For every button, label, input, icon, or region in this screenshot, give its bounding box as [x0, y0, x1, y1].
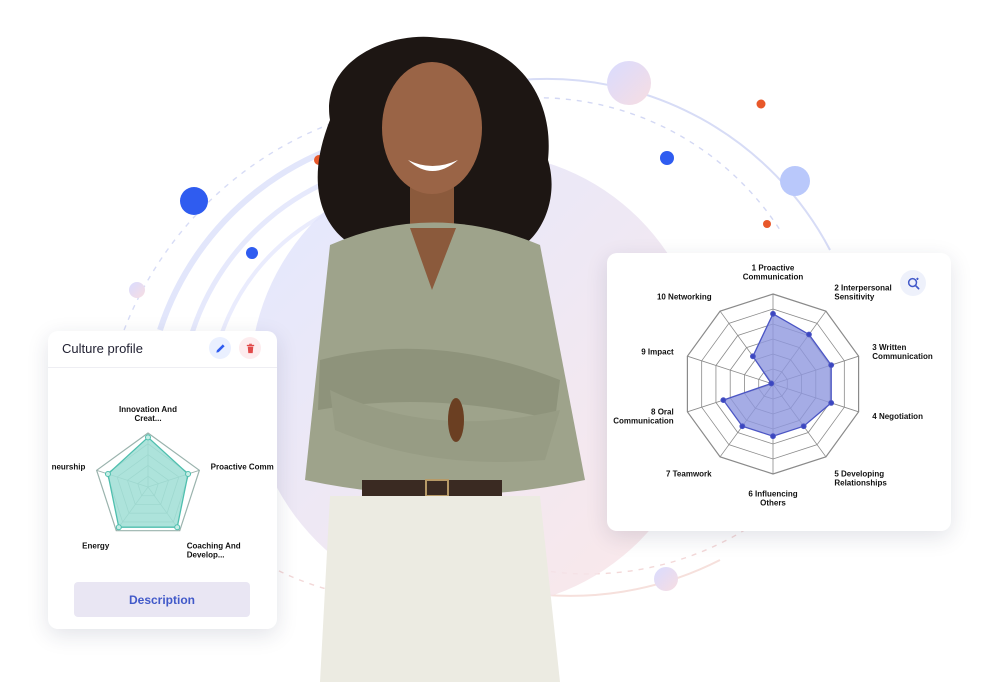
radar-data-area	[722, 312, 832, 437]
radar-axis-label-line: Communication	[613, 416, 674, 425]
portrait-person	[305, 36, 585, 682]
radar-axis-label: 4 Negotiation	[872, 412, 923, 421]
radar-axis-label-line: 5 Developing	[834, 469, 884, 478]
radar-data-point	[806, 331, 812, 338]
card-title: Culture profile	[62, 341, 143, 356]
radar-data-point	[770, 310, 776, 317]
radar-axis-label-line: 8 Oral	[651, 407, 674, 416]
radar-axis-label-line: Proactive Comm	[211, 462, 274, 471]
radar-data-point	[145, 434, 151, 441]
radar-axis-label-line: Communication	[872, 352, 933, 361]
radar-axis-label-line: neurship	[52, 462, 86, 471]
radar-axis-label-line: 3 Written	[872, 343, 906, 352]
radar-axis-label-line: 2 Interpersonal	[834, 284, 891, 293]
radar-axis-label: 10 Networking	[657, 293, 712, 302]
radar-axis-label-line: 1 Proactive	[752, 264, 795, 273]
radar-data-area	[107, 436, 189, 528]
radar-data-point	[739, 423, 746, 430]
radar-axis-label-line: Communication	[743, 273, 804, 282]
radar-spoke	[687, 355, 774, 385]
radar-data-point	[720, 397, 727, 404]
radar-axis-label: neurship	[52, 462, 86, 471]
delete-button[interactable]	[239, 337, 261, 359]
radar-axis-label-line: Relationships	[834, 478, 887, 487]
radar-axis-label-line: Others	[760, 498, 786, 507]
radar-data-point	[770, 433, 776, 440]
radar-grid-ring	[95, 432, 201, 532]
radar-axis-label-line: 7 Teamwork	[666, 469, 712, 478]
description-button[interactable]: Description	[74, 582, 250, 617]
radar-axis-label: Proactive Comm	[211, 462, 274, 471]
zoom-button[interactable]	[900, 270, 926, 296]
floating-dots	[129, 61, 810, 591]
radar-data-point	[828, 362, 835, 368]
radar-data-point	[828, 400, 835, 406]
zoom-in-icon	[907, 277, 919, 289]
radar-data-point	[768, 380, 775, 387]
trash-icon	[246, 343, 254, 353]
radar-axis-label-line: Sensitivity	[834, 293, 875, 302]
radar-data-point	[174, 524, 181, 531]
radar-axis-label-line: Energy	[82, 541, 110, 550]
radar-axis-label: Energy	[82, 541, 110, 550]
radar-axis-label-line: Creat...	[134, 414, 161, 423]
radar-axis-label-line: 6 Influencing	[748, 489, 797, 498]
pencil-icon	[215, 343, 225, 353]
radar-data-point	[115, 524, 122, 531]
radar-axis-label-line: Coaching And	[187, 541, 241, 550]
radar-data-point	[104, 470, 111, 477]
radar-axis-label-line: Develop...	[187, 550, 225, 559]
radar-axis-label: 7 Teamwork	[666, 469, 712, 478]
radar-axis-label-line: 4 Negotiation	[872, 412, 923, 421]
radar-axis-label-line: 10 Networking	[657, 293, 712, 302]
radar-data-point	[185, 470, 192, 477]
radar-data-point	[800, 423, 807, 430]
radar-axis-label-line: Innovation And	[119, 405, 177, 414]
culture-card-header: Culture profile	[48, 331, 277, 368]
radar-data-point	[749, 353, 756, 360]
radar-axis-label: 9 Impact	[641, 347, 674, 356]
edit-button[interactable]	[209, 337, 231, 359]
radar-axis-label-line: 9 Impact	[641, 347, 674, 356]
